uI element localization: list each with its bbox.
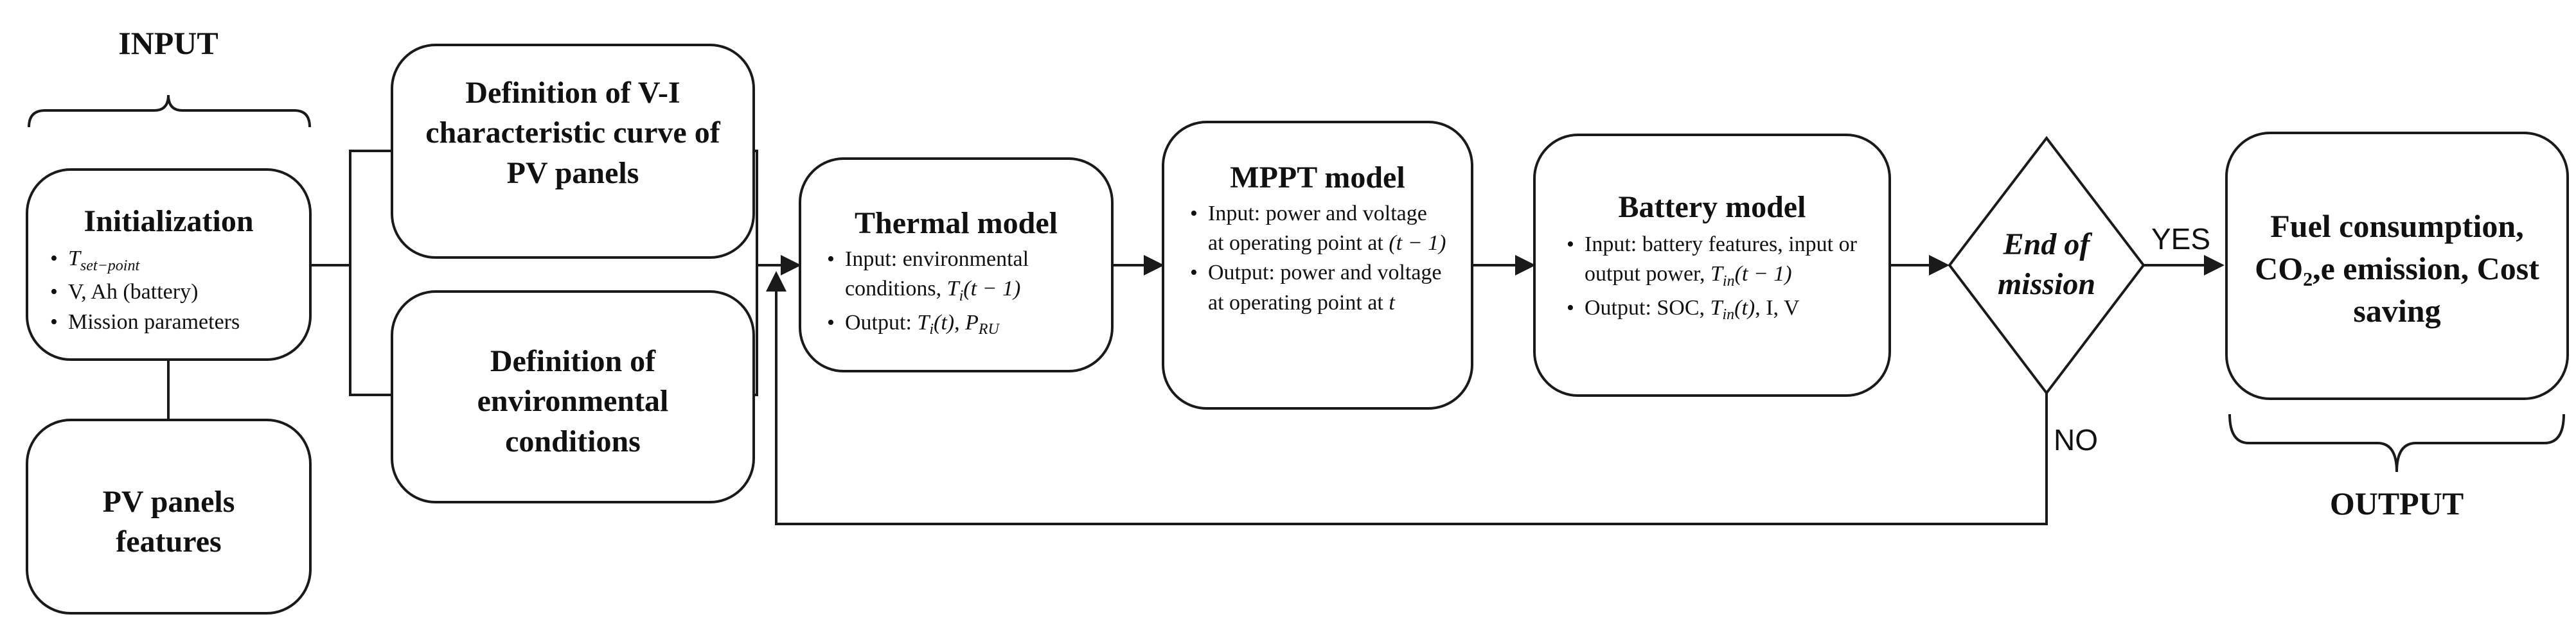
initialization-title: Initialization [84, 204, 254, 238]
param-set-point: Tset−point [50, 244, 240, 277]
thermal-model-title: Thermal model [855, 206, 1058, 240]
battery-output: Output: SOC, Tin(t), I, V [1567, 293, 1869, 327]
output-brace [2228, 414, 2565, 473]
initialization-box[interactable]: Initialization Tset−point V, Ah (battery… [26, 168, 312, 361]
split-bracket [349, 150, 392, 396]
mppt-input: Input: power and voltage at operating po… [1190, 199, 1448, 258]
pv-features-box[interactable]: PV panels features [26, 419, 312, 615]
env-conditions-title: Definition of environmental conditions [477, 344, 669, 458]
no-label: NO [2054, 423, 2098, 457]
battery-model-details: Input: battery features, input or output… [1567, 230, 1869, 327]
thermal-input: Input: environmental conditions, Ti(t − … [827, 245, 1092, 308]
battery-input: Input: battery features, input or output… [1567, 230, 1869, 293]
input-label: INPUT [118, 25, 218, 61]
thermal-model-details: Input: environmental conditions, Ti(t − … [827, 245, 1092, 342]
param-battery: V, Ah (battery) [50, 277, 240, 307]
param-mission: Mission parameters [50, 308, 240, 337]
output-label: OUTPUT [2329, 485, 2464, 521]
battery-model-box[interactable]: Battery model Input: battery features, i… [1533, 134, 1891, 397]
initialization-params: Tset−point V, Ah (battery) Mission param… [50, 244, 240, 337]
vi-curve-title: Definition of V-I characteristic curve o… [425, 76, 720, 190]
thermal-model-box[interactable]: Thermal model Input: environmental condi… [799, 157, 1114, 372]
battery-model-title: Battery model [1618, 190, 1806, 224]
end-of-mission-label[interactable]: End of mission [1997, 227, 2096, 302]
env-conditions-box[interactable]: Definition of environmental conditions [391, 290, 755, 503]
mppt-output: Output: power and voltage at operating p… [1190, 258, 1448, 317]
mppt-model-details: Input: power and voltage at operating po… [1190, 199, 1448, 318]
results-title: Fuel consumption, CO₂,e emission, Cost s… [2255, 208, 2539, 329]
decision-no-loop [766, 271, 2048, 525]
mppt-model-title: MPPT model [1230, 161, 1405, 195]
decision-diamond [1948, 135, 2145, 396]
thermal-output: Output: Ti(t), PRU [827, 308, 1092, 342]
input-brace [28, 94, 311, 128]
pv-features-title: PV panels features [102, 485, 235, 559]
mppt-model-box[interactable]: MPPT model Input: power and voltage at o… [1162, 121, 1473, 410]
results-box[interactable]: Fuel consumption, CO₂,e emission, Cost s… [2225, 132, 2569, 400]
yes-label: YES [2151, 222, 2211, 256]
vi-curve-box[interactable]: Definition of V-I characteristic curve o… [391, 44, 755, 259]
